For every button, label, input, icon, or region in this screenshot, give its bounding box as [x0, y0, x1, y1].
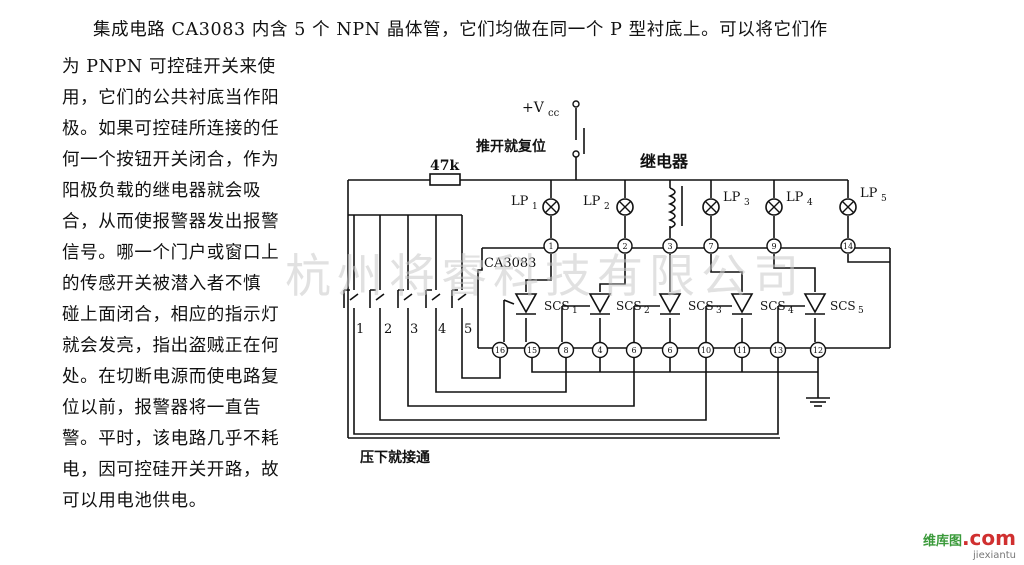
node-dot: [572, 150, 580, 158]
scs-label: SCS: [544, 299, 570, 313]
text-line: 的传感开关被潜入者不慎: [62, 274, 262, 294]
switch-number: 1: [356, 322, 364, 337]
lamp-sub: 4: [807, 198, 813, 208]
pin-label: 11: [737, 346, 747, 355]
logo-com: .com: [961, 526, 1016, 550]
scs-label: SCS: [760, 299, 786, 313]
pin-label: 13: [773, 346, 783, 355]
lamp-lp1: [542, 198, 560, 216]
logo-text: 维库图: [922, 534, 962, 549]
scs-sub: 1: [572, 306, 578, 316]
text-line: 为 PNPN 可控硅开关来使: [62, 57, 276, 77]
text-line: 极。如果可控硅所连接的任: [62, 119, 280, 139]
pin-label: 1: [548, 242, 553, 251]
pin-label: 7: [708, 242, 713, 251]
lamp-label: LP: [511, 194, 529, 209]
text-line: 用，它们的公共衬底当作阳: [62, 88, 280, 108]
lamp-lp4: [765, 198, 783, 216]
scs-label: SCS: [830, 299, 856, 313]
logo-url: jiexiantu: [973, 550, 1016, 561]
ic-bottom-pins: 16 15 8 4 6 6 10 11 13 12: [491, 341, 827, 359]
scs-sub: 4: [788, 306, 794, 316]
pin-label: 6: [631, 346, 636, 355]
lamp-sub: 3: [744, 198, 750, 208]
text-line: 电，因可控硅开关开路，故: [62, 460, 280, 480]
lamp-sub: 5: [881, 194, 887, 204]
lamp-label: LP: [786, 190, 804, 205]
lamp-sub: 1: [532, 202, 538, 212]
push-label: 压下就接通: [360, 449, 430, 466]
lamp-label: LP: [723, 190, 741, 205]
lamp-label: LP: [860, 186, 878, 201]
pin-label: 15: [527, 346, 537, 355]
pin-label: 8: [563, 346, 568, 355]
lamp-lp3: [702, 198, 720, 216]
pin-label: 14: [843, 242, 853, 251]
scs-sub: 5: [858, 306, 864, 316]
scs-1: [503, 293, 538, 315]
text-line: 警。平时，该电路几乎不耗: [62, 429, 280, 449]
vcc-sub: cc: [548, 108, 560, 119]
scs-label: SCS: [688, 299, 714, 313]
reset-switch-label: 推开就复位: [476, 138, 546, 155]
text-line: 碰上面闭合，相应的指示灯: [62, 305, 280, 325]
pin-label: 12: [813, 346, 823, 355]
ic-top-pins: 1 2 3 7 9 14: [543, 238, 856, 254]
lamp-sub: 2: [604, 202, 610, 212]
text-line: 位以前，报警器将一直告: [62, 398, 262, 418]
resistor-label: 47k: [430, 158, 459, 174]
switch-number: 5: [464, 322, 472, 337]
text-line: 集成电路 CA3083 内含 5 个 NPN 晶体管，它们均做在同一个 P 型衬…: [93, 20, 828, 40]
scs-sub: 3: [716, 306, 722, 316]
text-line: 合，从而使报警器发出报警: [62, 212, 280, 232]
lamp-lp5: [839, 198, 857, 216]
scs-sub: 2: [644, 306, 650, 316]
ic-label: CA3083: [484, 256, 536, 271]
scs-label: SCS: [616, 299, 642, 313]
scs-5: [778, 293, 827, 315]
text-line: 何一个按钮开关闭合，作为: [62, 150, 280, 170]
pin-label: 2: [622, 242, 627, 251]
pin-label: 10: [701, 346, 711, 355]
watermark: 杭州将睿科技有限公司: [285, 249, 805, 303]
text-line: 信号。哪一个门户或窗口上: [62, 243, 280, 263]
text-line: 阳极负载的继电器就会吸: [62, 181, 262, 201]
text-line: 可以用电池供电。: [62, 491, 207, 511]
scs-2: [562, 293, 612, 315]
scs-3: [634, 293, 682, 315]
switch-number: 3: [410, 322, 418, 337]
relay-label: 继电器: [640, 152, 689, 171]
site-logo: 维库图.com jiexiantu: [923, 526, 1016, 561]
pin-label: 9: [771, 242, 776, 251]
text-line: 处。在切断电源而使电路复: [62, 367, 280, 387]
vcc-label: +V: [522, 100, 545, 116]
pin-label: 16: [495, 346, 505, 355]
switch-number: 4: [438, 322, 446, 337]
switch-number: 2: [384, 322, 392, 337]
vcc-terminal: [572, 100, 580, 108]
pin-label: 3: [667, 242, 672, 251]
lamp-lp2: [616, 198, 634, 216]
pin-label: 6: [667, 346, 672, 355]
text-line: 就会发亮，指出盗贼正在何: [62, 336, 280, 356]
scs-4: [706, 293, 754, 315]
pin-label: 4: [597, 346, 602, 355]
lamp-label: LP: [583, 194, 601, 209]
